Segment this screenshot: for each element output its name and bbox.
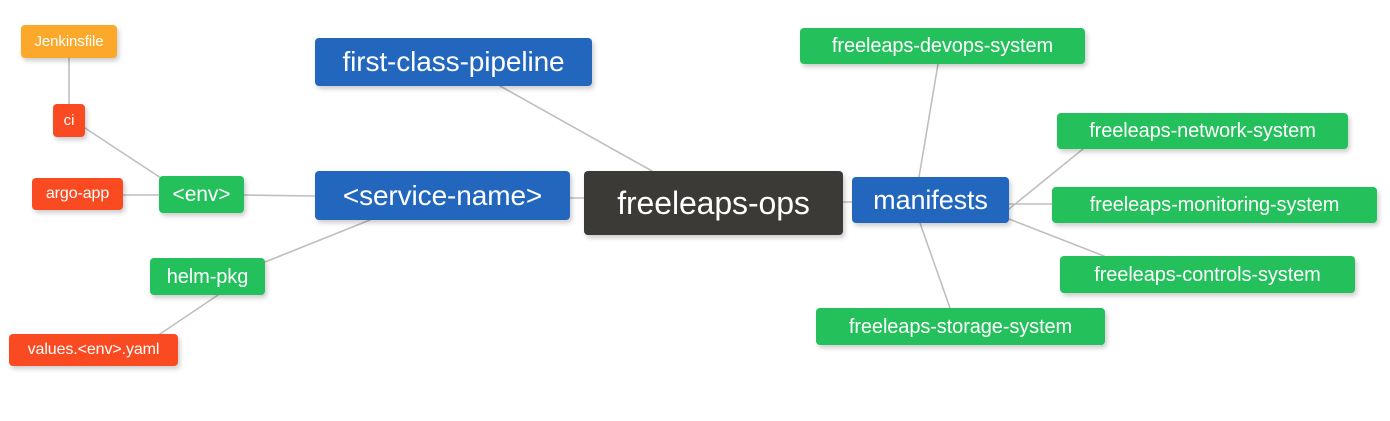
node-label-freeleaps-network-system: freeleaps-network-system: [1089, 120, 1316, 142]
node-ci[interactable]: ci: [53, 104, 85, 137]
edge-first-class-pipeline-to-freeleaps-ops: [499, 85, 653, 172]
edge-manifests-to-freeleaps-storage-system: [919, 222, 951, 309]
node-env[interactable]: <env>: [159, 176, 244, 213]
node-freeleaps-network-system[interactable]: freeleaps-network-system: [1057, 113, 1348, 149]
node-service-name[interactable]: <service-name>: [315, 171, 570, 220]
edge-manifests-to-freeleaps-controls-system: [1008, 218, 1105, 257]
node-label-freeleaps-storage-system: freeleaps-storage-system: [848, 315, 1073, 338]
edge-ci-to-env: [84, 127, 165, 181]
node-first-class-pipeline[interactable]: first-class-pipeline: [315, 38, 592, 86]
node-label-freeleaps-controls-system: freeleaps-controls-system: [1094, 263, 1321, 286]
node-label-jenkinsfile: Jenkinsfile: [34, 33, 104, 50]
node-manifests[interactable]: manifests: [852, 177, 1009, 223]
edge-values-env-yaml-to-helm-pkg: [159, 294, 219, 335]
node-argo-app[interactable]: argo-app: [32, 178, 123, 210]
node-freeleaps-ops[interactable]: freeleaps-ops: [584, 171, 843, 235]
node-label-values-env-yaml: values.<env>.yaml: [27, 341, 160, 358]
node-label-freeleaps-devops-system: freeleaps-devops-system: [831, 35, 1054, 57]
node-freeleaps-controls-system[interactable]: freeleaps-controls-system: [1060, 256, 1355, 293]
node-label-first-class-pipeline: first-class-pipeline: [342, 46, 565, 77]
node-helm-pkg[interactable]: helm-pkg: [150, 258, 265, 295]
edge-helm-pkg-to-service-name: [264, 219, 371, 263]
node-label-helm-pkg: helm-pkg: [166, 265, 249, 288]
node-label-argo-app: argo-app: [45, 185, 110, 202]
node-label-service-name: <service-name>: [342, 179, 543, 211]
node-label-ci: ci: [63, 112, 75, 129]
node-values-env-yaml[interactable]: values.<env>.yaml: [9, 334, 178, 366]
node-freeleaps-storage-system[interactable]: freeleaps-storage-system: [816, 308, 1105, 345]
node-label-env: <env>: [172, 183, 231, 206]
node-label-freeleaps-ops: freeleaps-ops: [617, 185, 810, 221]
node-freeleaps-monitoring-system[interactable]: freeleaps-monitoring-system: [1052, 187, 1377, 223]
edge-env-to-service-name: [243, 194, 316, 197]
node-jenkinsfile[interactable]: Jenkinsfile: [21, 25, 117, 58]
node-label-manifests: manifests: [873, 184, 988, 215]
edge-manifests-to-freeleaps-devops-system: [918, 63, 939, 178]
node-label-freeleaps-monitoring-system: freeleaps-monitoring-system: [1089, 194, 1340, 216]
node-freeleaps-devops-system[interactable]: freeleaps-devops-system: [800, 28, 1085, 64]
